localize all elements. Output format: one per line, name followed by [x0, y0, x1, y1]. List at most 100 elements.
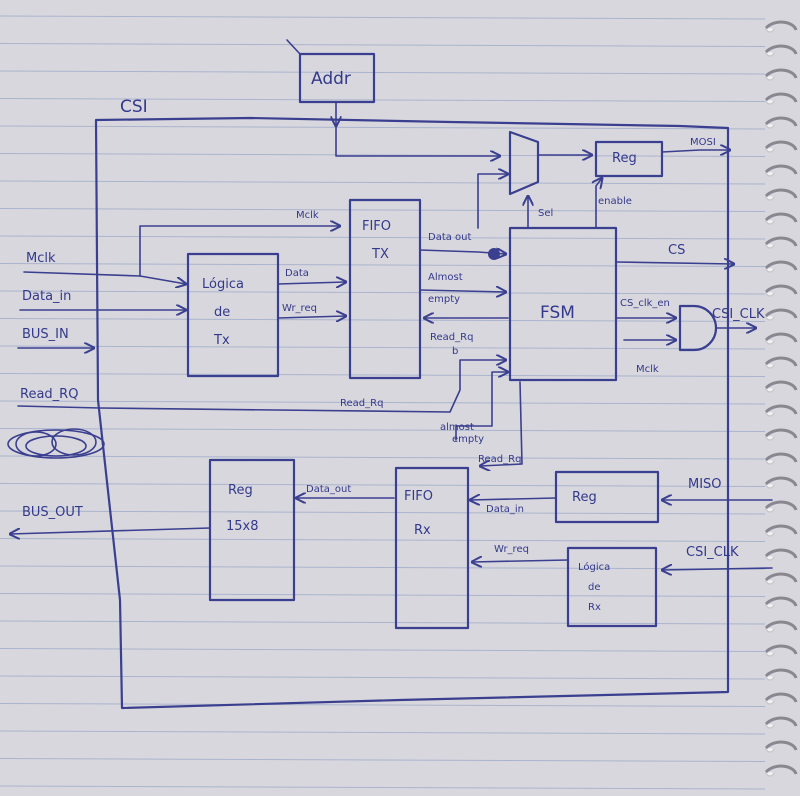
spiral-ring	[764, 236, 798, 247]
ruled-lines	[0, 15, 766, 790]
logica-tx-block	[186, 252, 280, 378]
ruled-line	[0, 510, 766, 515]
bus-out-line	[10, 527, 211, 534]
spiral-ring	[764, 140, 798, 151]
mosi-line	[661, 150, 730, 152]
ruled-line	[0, 235, 766, 240]
addr-label: Addr	[311, 69, 351, 89]
reg-out-block	[208, 458, 296, 602]
fsm-label: FSM	[540, 303, 575, 323]
input-readrq-label[interactable]: Read_RQ	[20, 387, 78, 402]
read-rq-fsm-label-1: Read_Rq	[430, 332, 473, 343]
reg-rx-label: Reg	[572, 490, 597, 505]
spiral-ring	[764, 572, 798, 583]
spiral-ring	[764, 68, 798, 79]
input-data-label[interactable]: Data_in	[22, 289, 71, 304]
ruled-line	[0, 180, 766, 185]
spiral-ring	[764, 596, 798, 607]
ruled-line	[0, 43, 766, 47]
spiral-ring	[764, 476, 798, 487]
csi-clk-in-label[interactable]: CSI_CLK	[686, 545, 739, 560]
miso-label[interactable]: MISO	[688, 477, 722, 492]
spiral-ring	[764, 92, 798, 103]
spiral-ring	[764, 668, 798, 679]
cs-line	[615, 262, 734, 264]
cs-clk-en-label: CS_clk_en	[620, 298, 670, 309]
data-tx-line	[277, 282, 346, 284]
ruled-line	[0, 648, 766, 652]
input-mclk-label[interactable]: Mclk	[26, 251, 56, 266]
spiral-ring	[764, 740, 798, 751]
ruled-line	[0, 318, 766, 322]
spiral-ring	[764, 524, 798, 535]
ruled-line	[0, 703, 766, 707]
almost-empty-line	[419, 290, 506, 292]
data-in-rx-label: Data_in	[486, 504, 524, 515]
spiral-ring	[764, 260, 798, 271]
almost-empty-rx-label-1: almost	[440, 422, 474, 433]
almost-empty-rx-label-2: empty	[452, 434, 484, 445]
data-out-tx-label: Data out	[428, 232, 472, 243]
ruled-line	[0, 785, 766, 790]
ruled-line	[0, 428, 766, 432]
spiral-ring	[764, 188, 798, 199]
fifo-tx-label-1: FIFO	[362, 219, 391, 234]
read-rq-rx-label: Read_Rq	[478, 454, 521, 465]
csi-label: CSI	[120, 97, 148, 117]
spiral-ring	[764, 308, 798, 319]
ruled-line	[0, 373, 766, 377]
mosi-label: MOSI	[690, 137, 716, 148]
almost-empty-label-2: empty	[428, 294, 460, 305]
ruled-line	[0, 455, 766, 460]
ruled-line	[0, 98, 766, 102]
spiral-ring	[764, 404, 798, 415]
csi-boundary	[94, 116, 730, 710]
spiral-ring	[764, 164, 798, 175]
reg-rx-block	[554, 470, 660, 524]
spiral-ring	[764, 20, 798, 31]
spiral-ring	[764, 764, 798, 775]
input-busin-label[interactable]: BUS_IN	[22, 327, 69, 342]
mclk-fifo-label: Mclk	[296, 210, 319, 221]
data-out-junction	[488, 248, 500, 260]
data-in-rx-line	[470, 498, 557, 500]
addr-line-in	[286, 39, 301, 55]
enable-line	[596, 178, 602, 229]
cs-label: CS	[668, 243, 685, 258]
wr-req-rx-line	[472, 560, 569, 562]
logica-tx-label-1: Lógica	[202, 277, 244, 292]
fifo-tx-block	[348, 198, 422, 380]
ruled-line	[0, 153, 766, 157]
read-rq-line	[17, 360, 506, 413]
read-rq-line-label: Read_Rq	[340, 398, 383, 409]
enable-label: enable	[598, 196, 632, 207]
mux-shape	[508, 130, 540, 196]
ruled-line	[0, 400, 766, 405]
ruled-line	[0, 565, 766, 570]
ruled-line	[0, 125, 766, 130]
logica-tx-label-3: Tx	[213, 333, 230, 348]
bus-out-label[interactable]: BUS_OUT	[22, 505, 83, 520]
read-rq-rx-line	[480, 381, 523, 466]
read-rq-fsm-label-2: b	[452, 346, 458, 357]
wr-req-tx-label: Wr_req	[282, 303, 317, 314]
logica-tx-label-2: de	[214, 305, 230, 320]
wr-req-tx-line	[277, 316, 346, 318]
input-mclk-line	[23, 271, 186, 284]
logica-rx-block	[566, 546, 658, 628]
ruled-line	[0, 483, 766, 487]
fsm-block	[508, 226, 618, 382]
ruled-line	[0, 345, 766, 350]
fifo-rx-label-2: Rx	[414, 523, 431, 538]
spiral-ring	[764, 116, 798, 127]
ruled-line	[0, 15, 766, 20]
and-gate	[678, 304, 718, 352]
csi-clk-in-line	[662, 568, 773, 570]
spiral-ring	[764, 44, 798, 55]
almost-empty-rx-line	[455, 372, 508, 441]
mclk-to-fifo	[139, 226, 340, 277]
ruled-line	[0, 70, 766, 75]
spiral-ring	[764, 692, 798, 703]
